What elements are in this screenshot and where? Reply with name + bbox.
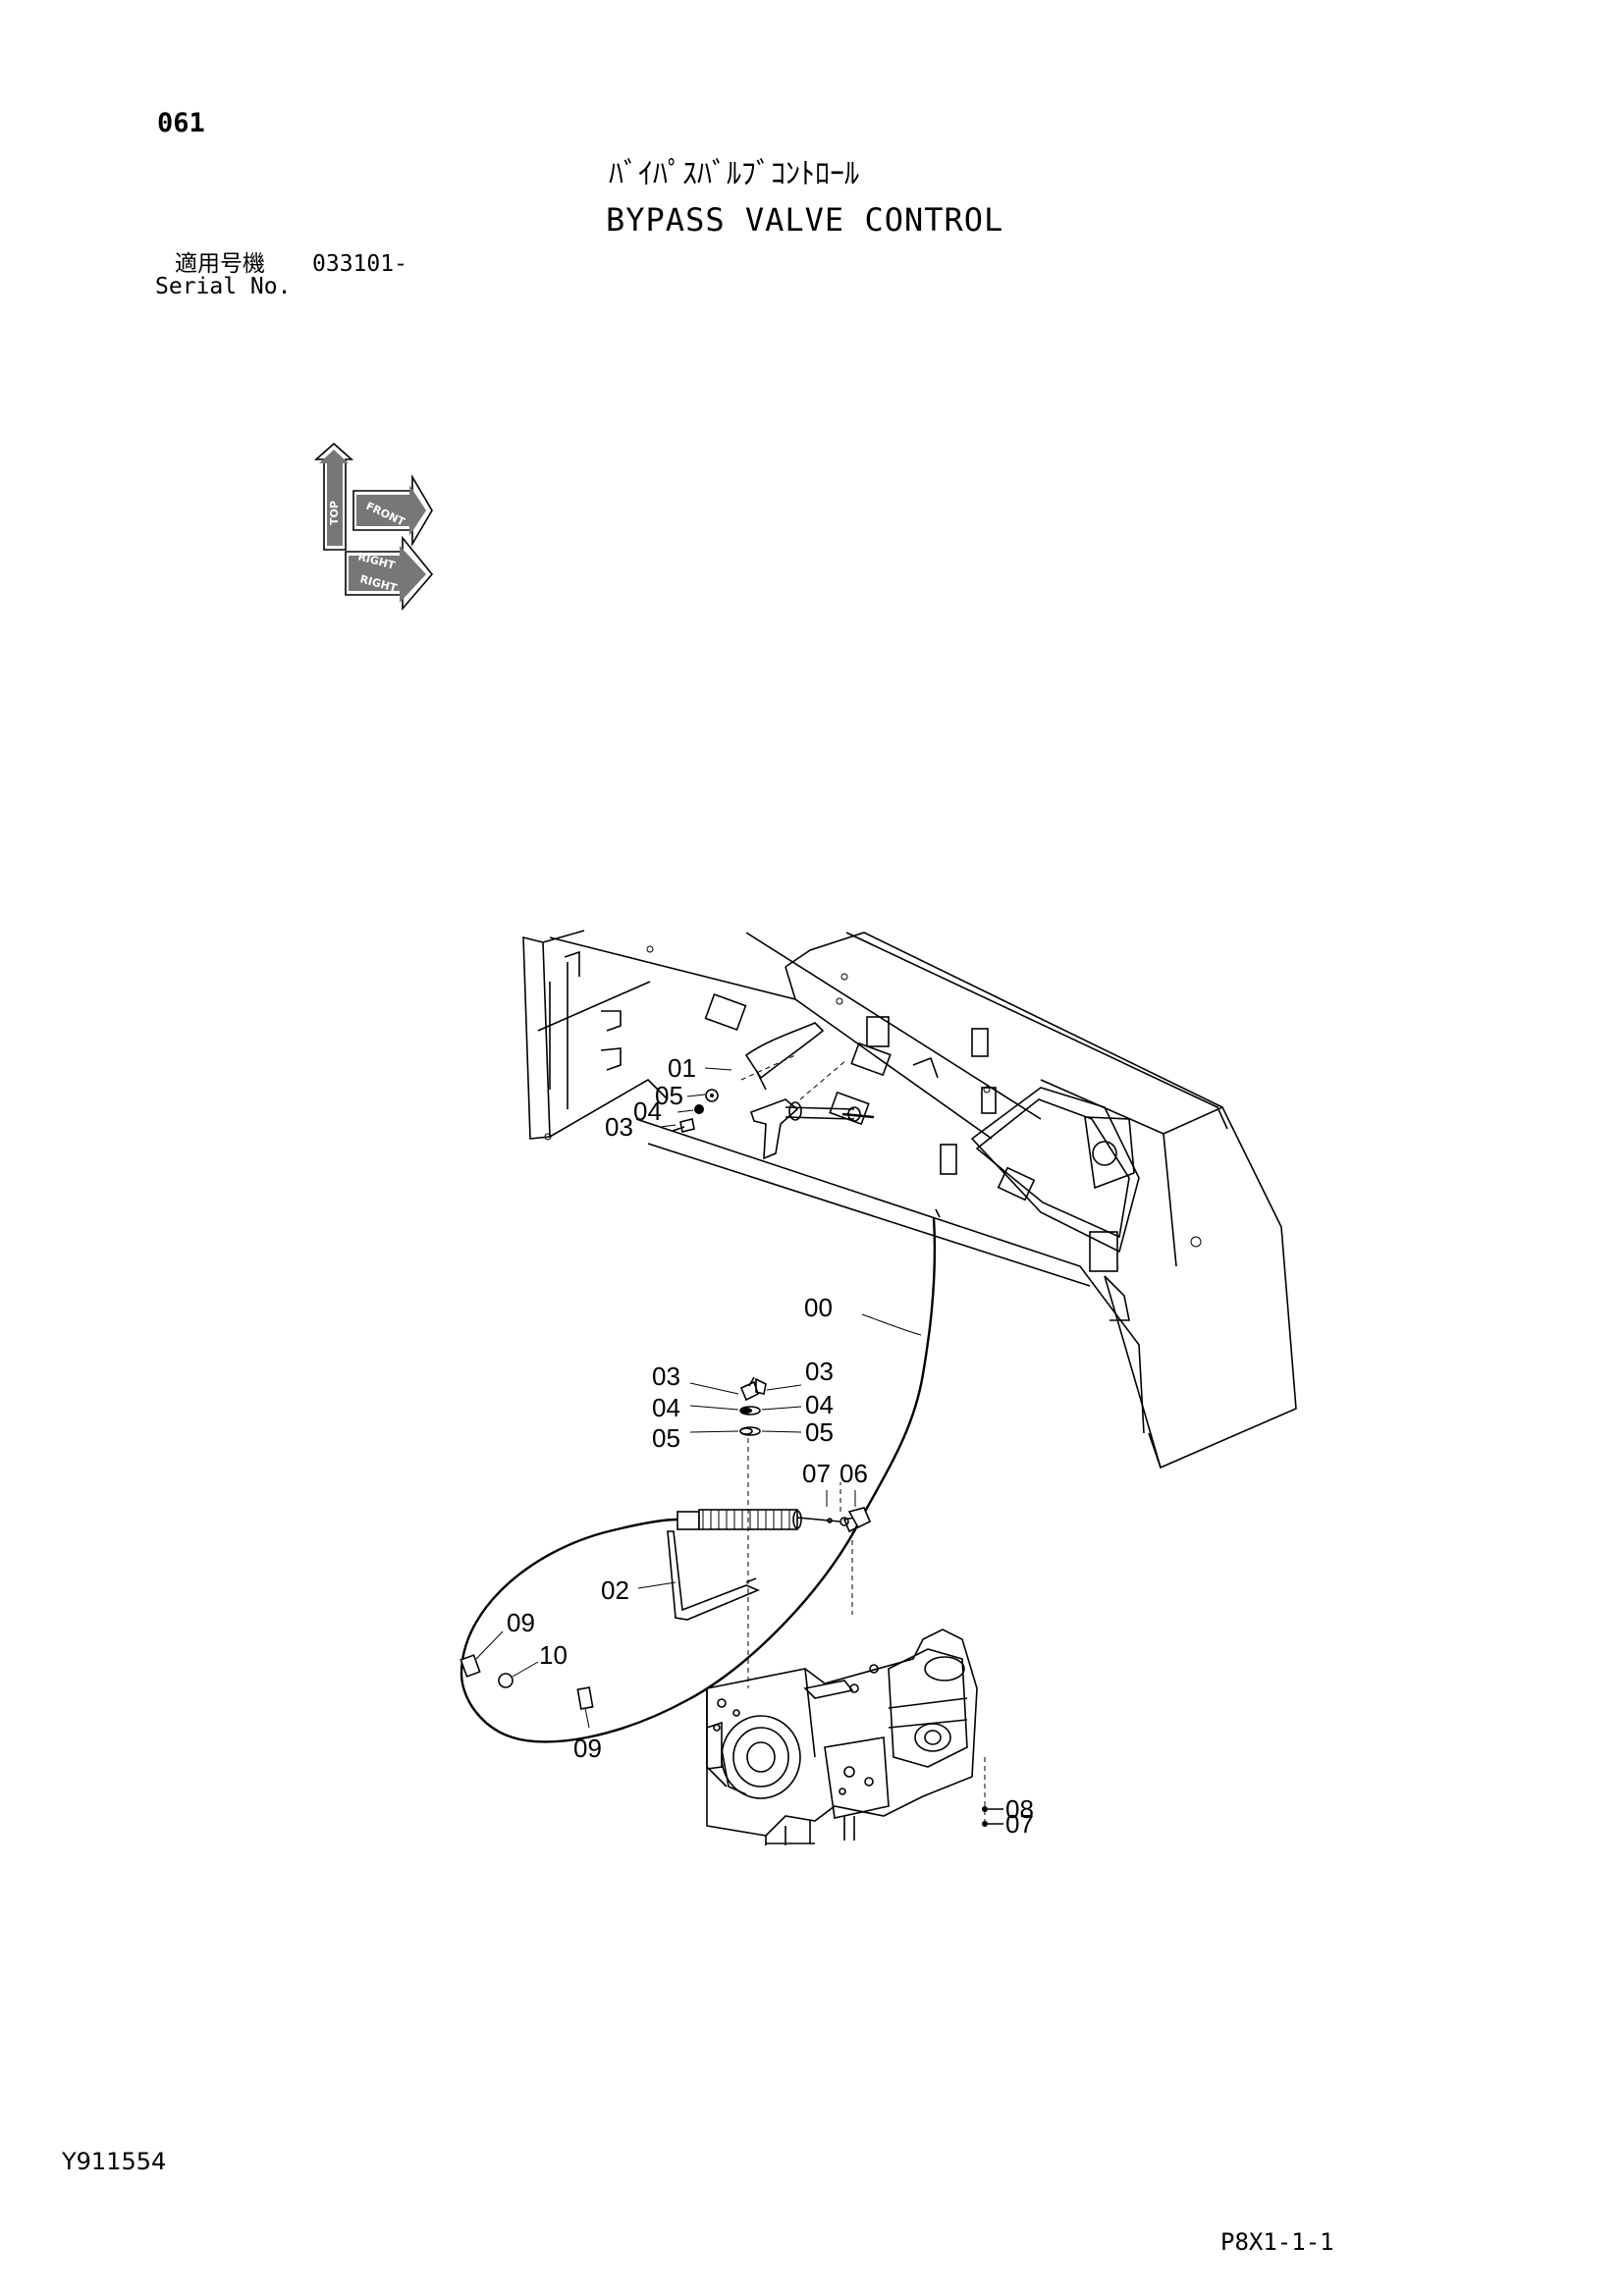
callout-00: 00 xyxy=(804,1293,833,1322)
callout-04-left: 04 xyxy=(652,1393,680,1422)
serial-label-japanese: 適用号機 xyxy=(175,251,265,277)
sheet-code: P8X1-1-1 xyxy=(1220,2228,1334,2256)
cable-bracket-and-hardware xyxy=(667,1376,986,1826)
callout-02: 02 xyxy=(601,1575,629,1605)
callout-10: 10 xyxy=(539,1640,568,1670)
callout-05: 05 xyxy=(655,1081,683,1110)
callout-numbers: 01 05 04 03 00 03 04 05 03 04 05 07 06 0… xyxy=(507,1053,1034,1839)
frame-panel-assembly xyxy=(522,930,1297,1469)
callout-06: 06 xyxy=(839,1459,868,1488)
callout-07-bottom: 07 xyxy=(1005,1809,1034,1839)
orientation-label-top: TOP xyxy=(328,501,341,525)
callout-04-right: 04 xyxy=(805,1390,834,1419)
callout-05-right: 05 xyxy=(805,1417,834,1447)
orientation-compass-icon: TOP FRONT RIGHT RIGHT xyxy=(313,442,434,612)
callout-03: 03 xyxy=(605,1112,633,1142)
bypass-control-cable xyxy=(460,1216,937,1743)
callout-07-top: 07 xyxy=(802,1459,831,1488)
serial-label-english: Serial No. xyxy=(155,274,292,299)
title-english: BYPASS VALVE CONTROL xyxy=(606,201,1004,239)
callout-05-left: 05 xyxy=(652,1423,680,1453)
callout-03-left: 03 xyxy=(652,1362,680,1391)
callout-00-01: 01 xyxy=(668,1053,696,1083)
page-number: 061 xyxy=(157,108,205,138)
title-japanese: ﾊﾞｲﾊﾟｽﾊﾞﾙﾌﾞｺﾝﾄﾛｰﾙ xyxy=(609,157,859,191)
callout-04: 04 xyxy=(633,1096,662,1126)
callout-09-upper: 09 xyxy=(507,1608,535,1637)
drawing-code: Y911554 xyxy=(62,2148,167,2175)
serial-number-value: 033101- xyxy=(312,251,407,277)
callout-leader-lines xyxy=(475,1067,922,1729)
pump-valve-block xyxy=(706,1629,1003,1845)
callout-09-lower: 09 xyxy=(573,1734,602,1763)
callout-03-right: 03 xyxy=(805,1357,834,1386)
callout-08: 08 xyxy=(1005,1794,1034,1824)
